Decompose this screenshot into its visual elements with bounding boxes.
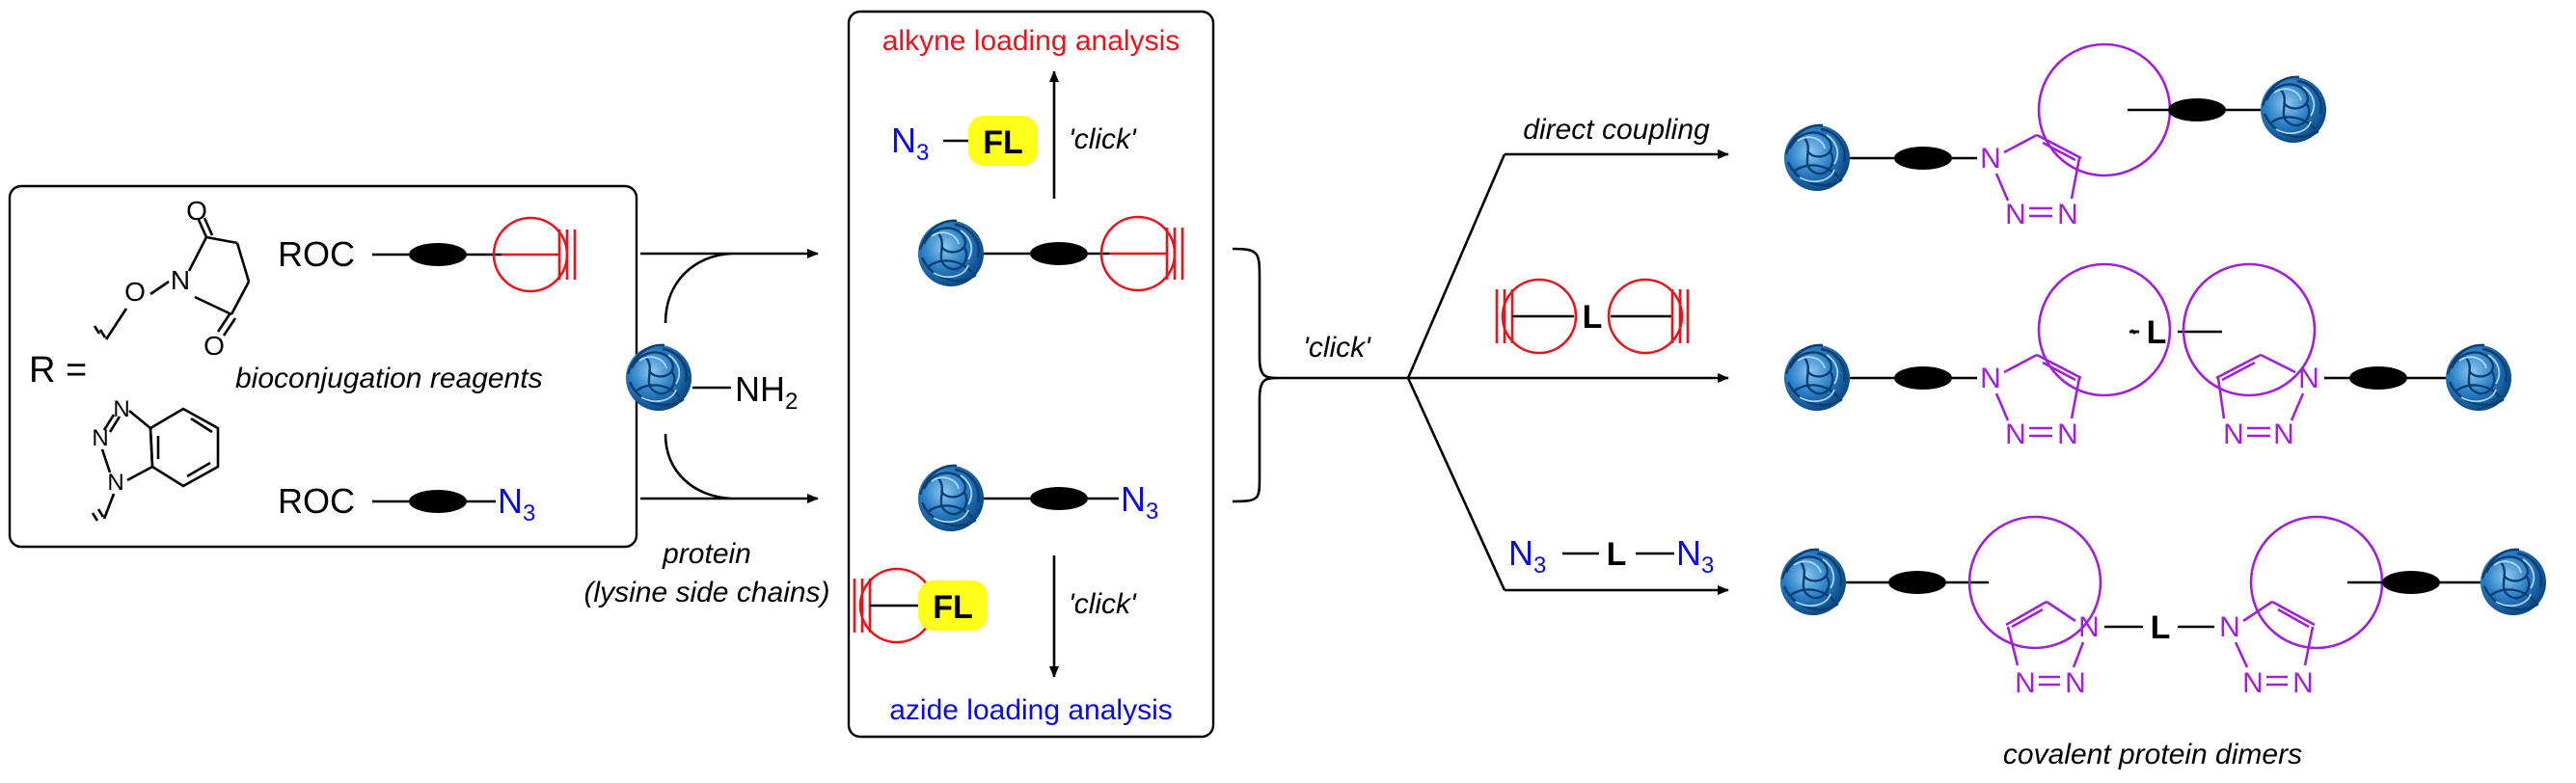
analysis-panel: alkyne loading analysis N3 FL 'click' N3… (847, 10, 1215, 739)
nhs-oxygen: O (124, 277, 146, 307)
protein-blob-p2-left (1782, 343, 1852, 413)
diazide-linker: N3 L N3 (1508, 533, 1714, 579)
dimer-direct: N N N (1782, 42, 2328, 230)
protein-blob-reactant (624, 343, 693, 413)
triazole1-n1: N (1980, 143, 2001, 175)
nhs-carbonyl-o-top: O (186, 196, 207, 226)
linker-label-diazide: L (1607, 536, 1627, 573)
curve-lower (664, 433, 732, 500)
amine-label: NH2 (735, 369, 798, 415)
click-label-top: 'click' (1069, 123, 1137, 155)
linker-label-p3: L (2151, 609, 2171, 646)
diazide-n3-right: N3 (1676, 533, 1714, 579)
nhs-carbonyl-o-bottom: O (203, 331, 225, 361)
triazole2a-n3: N (2057, 418, 2078, 450)
protein-blob-alkyne (916, 219, 986, 288)
triazole3a-n3: N (2065, 667, 2086, 699)
diazide-n3-left: N3 (1508, 533, 1546, 579)
protein-blob-p1-right (2259, 75, 2328, 145)
protein-blob-p3-right (2479, 548, 2548, 617)
triazole3b-n1: N (2219, 611, 2240, 643)
azide-reagent: ROC N3 (278, 481, 535, 526)
nhs-nitrogen: N (171, 265, 190, 295)
click-label-bottom: 'click' (1069, 588, 1137, 620)
r-equals-label: R = (29, 350, 87, 391)
conjugate-n3-label: N3 (1121, 479, 1158, 525)
dialkyne-linker: L (1495, 278, 1690, 355)
brace (1232, 247, 1282, 503)
protein-reactant: NH2 protein (lysine side chains) (583, 249, 830, 608)
analysis-panel-frame (847, 10, 1215, 739)
triazole1-n2: N (2005, 199, 2026, 230)
alkyne-loading-title: alkyne loading analysis (882, 25, 1180, 57)
fluorophore-tag-bottom (918, 580, 988, 631)
hobt-n-middle: N (92, 425, 108, 451)
reagents-panel: O N O O R = N N N (8, 184, 638, 549)
protein-blob-p2-right (2444, 343, 2513, 413)
lysine-caption: (lysine side chains) (583, 577, 829, 608)
triazole3a-n1: N (2078, 611, 2100, 643)
azide-loading-title: azide loading analysis (889, 694, 1173, 726)
fl-label-bottom: FL (933, 589, 973, 626)
roc-alkyne-label: ROC (278, 234, 355, 274)
fluorophore-tag-top (968, 116, 1038, 166)
triazole1-n3: N (2057, 199, 2078, 230)
dimers-caption: covalent protein dimers (2003, 739, 2302, 770)
route-direct (1406, 153, 1506, 379)
dimer-diazide: N N N L N N N (1778, 515, 2548, 699)
triazole2b-n3: N (2273, 418, 2294, 450)
dimer-dialkyne: N N N L N N N (1782, 262, 2513, 450)
triazole2b-n2: N (2223, 418, 2244, 450)
linker-label-p2: L (2147, 314, 2167, 351)
direct-coupling-label: direct coupling (1523, 114, 1710, 146)
hobt-structure: N N N (91, 396, 220, 522)
nhs-structure: O N O O (93, 196, 251, 361)
bioconjugation-caption: bioconjugation reagents (235, 363, 543, 394)
protein-blob-azide (916, 464, 986, 533)
hobt-n-top: N (113, 396, 129, 422)
azide-n3-label: N3 (498, 481, 535, 526)
curve-upper (664, 252, 732, 324)
probe-n3-label: N3 (891, 121, 929, 166)
roc-azide-label: ROC (278, 481, 355, 521)
hobt-n-bottom: N (107, 470, 123, 496)
linker-label-dialkyne: L (1583, 299, 1603, 336)
triazole2b-n1: N (2298, 363, 2319, 394)
route-diazide (1406, 377, 1506, 591)
click-routes: 'click' direct coupling L N3 L (1232, 114, 1729, 595)
protein-caption: protein (662, 538, 751, 570)
triazole3a-n2: N (2015, 667, 2036, 699)
triazole3b-n3: N (2292, 667, 2314, 699)
fl-label-top: FL (983, 124, 1023, 161)
click-route-label: 'click' (1303, 332, 1371, 364)
triazole2a-n2: N (2005, 418, 2026, 450)
alkyne-reagent: ROC (278, 216, 577, 293)
protein-blob-p1-left (1782, 123, 1852, 193)
triazole2a-n1: N (1980, 363, 2001, 394)
protein-blob-p3-left (1778, 548, 1848, 617)
triazole3b-n2: N (2242, 667, 2264, 699)
